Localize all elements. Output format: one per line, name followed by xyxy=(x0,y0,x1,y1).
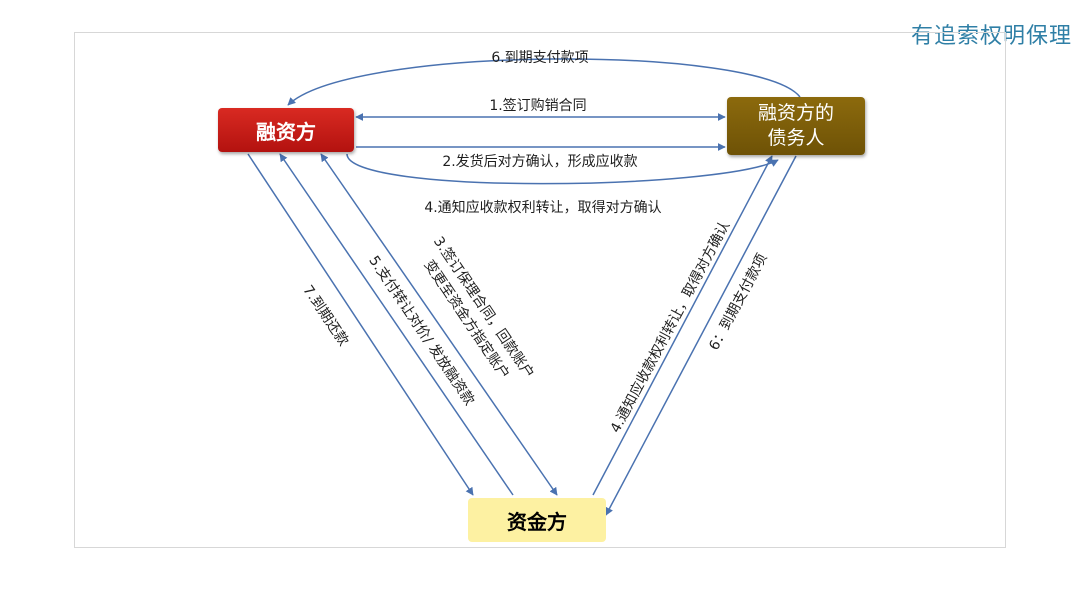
label-step4-side: 4.通知应收款权利转让，取得对方确认 xyxy=(607,218,733,436)
arrow-step6-side xyxy=(605,155,797,516)
node-debtor: 融资方的 债务人 xyxy=(727,97,865,155)
label-step7: 7.到期还款 xyxy=(299,283,351,349)
node-financier-label: 融资方 xyxy=(256,119,316,144)
diagram-frame xyxy=(74,32,1006,548)
label-step6-top: 6.到期支付款项 xyxy=(491,50,588,66)
arrow-step3 xyxy=(320,153,558,496)
page-title: 有追索权明保理 xyxy=(910,24,1072,49)
arrow-step4-side xyxy=(592,155,773,496)
node-debtor-label-line2: 债务人 xyxy=(767,127,825,149)
label-step2: 2.发货后对方确认，形成应收款 xyxy=(442,153,637,170)
arrow-step6-top xyxy=(287,58,801,106)
node-debtor-label-line1: 融资方的 xyxy=(757,102,834,124)
label-step6-side: 6：到期支付款项 xyxy=(706,251,770,353)
node-financier: 融资方 xyxy=(218,108,354,152)
node-funder: 资金方 xyxy=(468,498,606,542)
label-step1: 1.签订购销合同 xyxy=(489,97,586,114)
label-step4-top: 4.通知应收款权利转让，取得对方确认 xyxy=(424,199,661,216)
node-funder-label: 资金方 xyxy=(507,509,567,534)
